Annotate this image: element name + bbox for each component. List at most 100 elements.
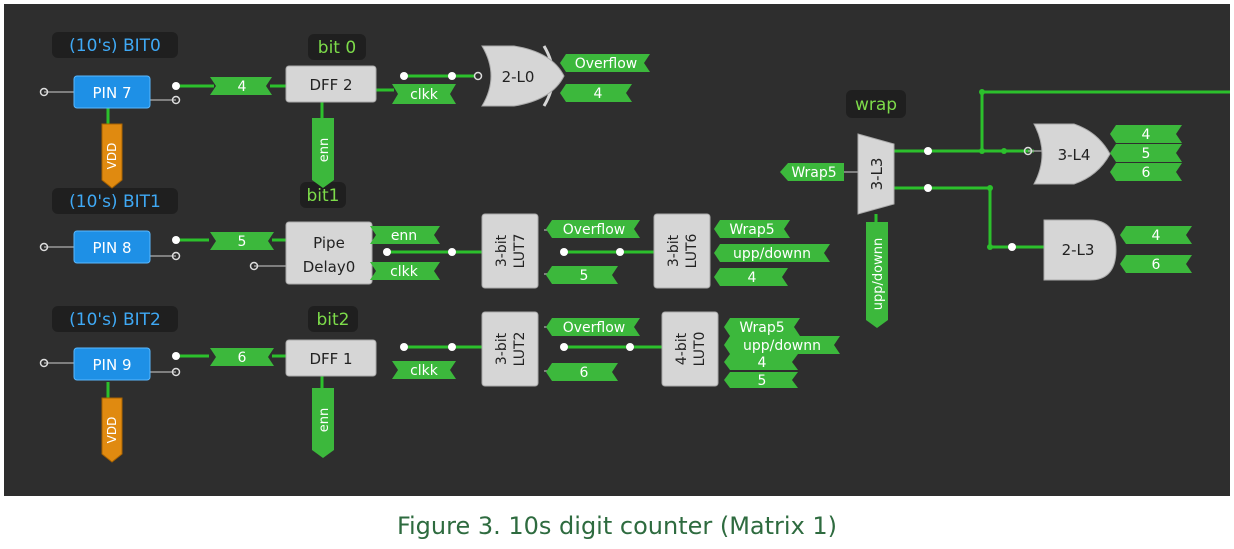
tag-lut6-4-label: 4 xyxy=(748,270,757,286)
tag-lut6-4[interactable]: 4 xyxy=(714,268,788,286)
tag-and-4[interactable]: 4 xyxy=(1120,226,1192,244)
tag-or-4[interactable]: 4 xyxy=(1110,125,1182,143)
or-gate-3-l4[interactable]: 3-L4 xyxy=(1033,123,1111,185)
pin-8-label: PIN 8 xyxy=(92,239,131,257)
tag-lut0-updown[interactable]: upp/downn xyxy=(724,336,840,354)
tag-or-5-label: 5 xyxy=(1142,146,1151,162)
lut0-label-2: LUT0 xyxy=(692,332,708,367)
tag-row1-clk-label: clkk xyxy=(390,264,419,280)
lut6-label-2: LUT6 xyxy=(684,234,700,269)
tag-mux-updown[interactable]: upp/downn xyxy=(866,222,888,328)
title-bit1: bit1 xyxy=(307,186,340,206)
tag-lut6-updown-label: upp/downn xyxy=(733,246,811,262)
dff-1-block[interactable]: DFF 1 xyxy=(285,339,377,377)
vdd-pin7[interactable]: VDD xyxy=(101,123,123,189)
tag-or-6-label: 6 xyxy=(1142,165,1151,181)
lut0-label-1: 4-bit xyxy=(674,332,690,365)
tag-lut0-wrap5[interactable]: Wrap5 xyxy=(724,318,800,336)
tag-row0-out-label: 4 xyxy=(594,86,603,102)
lut0-block[interactable]: 4-bit LUT0 xyxy=(661,311,719,387)
pipe-delay-label-1: Pipe xyxy=(313,234,345,252)
title-bit1-pin: (10's) BIT1 xyxy=(69,192,161,212)
tag-lut2-6[interactable]: 6 xyxy=(546,363,618,381)
tag-row1-clk[interactable]: clkk xyxy=(370,262,440,280)
tag-row0-enn[interactable]: enn xyxy=(312,118,334,188)
title-bit0-pin: (10's) BIT0 xyxy=(69,36,161,56)
mux-3-l3[interactable]: 3-L3 xyxy=(857,133,895,215)
tag-lut7-5-label: 5 xyxy=(580,268,589,284)
title-bit2-pin: (10's) BIT2 xyxy=(69,310,161,330)
tag-lut0-wrap5-label: Wrap5 xyxy=(739,320,784,336)
lut2-block[interactable]: 3-bit LUT2 xyxy=(481,311,539,387)
lut2-label-1: 3-bit xyxy=(494,332,510,365)
tag-lut7-overflow[interactable]: Overflow xyxy=(546,220,640,238)
pin-9[interactable]: PIN 9 xyxy=(73,347,151,381)
tag-row1-enn[interactable]: enn xyxy=(370,226,440,244)
vdd-pin9-label: VDD xyxy=(105,417,119,444)
tag-row1-in[interactable]: 5 xyxy=(210,232,274,250)
tag-lut7-5[interactable]: 5 xyxy=(546,266,618,284)
dff-2-label: DFF 2 xyxy=(309,76,352,94)
tag-row0-in[interactable]: 4 xyxy=(210,77,272,95)
tag-row0-clk-label: clkk xyxy=(410,87,439,103)
tag-row1-enn-label: enn xyxy=(391,228,417,244)
mux-label: 3-L3 xyxy=(868,158,886,191)
title-labels: (10's) BIT0 (10's) BIT1 (10's) BIT2 bit … xyxy=(52,32,906,332)
title-bit0: bit 0 xyxy=(318,38,356,58)
tag-lut0-4[interactable]: 4 xyxy=(724,354,798,371)
tag-lut6-wrap5-label: Wrap5 xyxy=(729,222,774,238)
tag-lut2-overflow[interactable]: Overflow xyxy=(546,318,640,336)
tag-row2-in-label: 6 xyxy=(238,350,247,366)
tag-lut6-updown[interactable]: upp/downn xyxy=(714,244,830,262)
junction-dots xyxy=(39,71,1033,377)
tag-lut6-wrap5[interactable]: Wrap5 xyxy=(714,220,790,238)
vdd-pin7-label: VDD xyxy=(105,143,119,170)
tag-row1-in-label: 5 xyxy=(238,234,247,250)
wires-grey xyxy=(44,91,1042,373)
schematic-svg: (10's) BIT0 (10's) BIT1 (10's) BIT2 bit … xyxy=(39,32,1230,463)
pin-9-label: PIN 9 xyxy=(92,356,131,374)
tag-and-6[interactable]: 6 xyxy=(1120,255,1192,273)
tag-and-6-label: 6 xyxy=(1152,257,1161,273)
lut2-label-2: LUT2 xyxy=(512,332,528,367)
tag-row2-in[interactable]: 6 xyxy=(210,348,274,366)
tag-or-5[interactable]: 5 xyxy=(1110,144,1182,162)
vdd-pin9[interactable]: VDD xyxy=(101,397,123,463)
pipe-delay-block[interactable]: Pipe Delay0 xyxy=(285,221,373,285)
lut7-label-2: LUT7 xyxy=(512,234,528,269)
and-gate-label: 2-L3 xyxy=(1062,241,1095,259)
pipe-delay-label-2: Delay0 xyxy=(303,258,356,276)
tag-or-4-label: 4 xyxy=(1142,127,1151,143)
tag-row0-overflow-label: Overflow xyxy=(575,56,638,72)
title-bit2: bit2 xyxy=(317,310,350,330)
tag-row2-enn-label: enn xyxy=(317,408,332,432)
pin-7-label: PIN 7 xyxy=(92,84,131,102)
tag-row0-clk[interactable]: clkk xyxy=(392,84,456,104)
tag-lut0-4-label: 4 xyxy=(758,355,767,371)
tag-lut0-5[interactable]: 5 xyxy=(724,372,798,389)
dff-1-label: DFF 1 xyxy=(309,350,352,368)
tag-row0-overflow[interactable]: Overflow xyxy=(560,54,650,72)
tag-mux-updown-label: upp/downn xyxy=(871,238,886,310)
title-wrap: wrap xyxy=(855,95,897,115)
xor-gate-2-l0[interactable]: 2-L0 xyxy=(481,45,565,107)
tag-or-6[interactable]: 6 xyxy=(1110,163,1182,181)
and-gate-2-l3[interactable]: 2-L3 xyxy=(1043,219,1117,281)
or-gate-label: 3-L4 xyxy=(1058,146,1091,164)
tag-lut0-5-label: 5 xyxy=(758,373,767,389)
tag-row2-enn[interactable]: enn xyxy=(312,388,334,458)
xor-gate-label: 2-L0 xyxy=(502,68,535,86)
tag-lut0-updown-label: upp/downn xyxy=(743,338,821,354)
tag-lut2-overflow-label: Overflow xyxy=(563,320,626,336)
tag-row2-clk[interactable]: clkk xyxy=(392,361,456,379)
dff-2-block[interactable]: DFF 2 xyxy=(285,65,377,103)
figure-caption: Figure 3. 10s digit counter (Matrix 1) xyxy=(396,512,838,540)
lut7-block[interactable]: 3-bit LUT7 xyxy=(481,213,539,289)
pin-8[interactable]: PIN 8 xyxy=(73,230,151,264)
tag-row0-out[interactable]: 4 xyxy=(560,84,632,102)
tag-mux-wrap5[interactable]: Wrap5 xyxy=(780,163,844,181)
tag-row2-clk-label: clkk xyxy=(410,363,439,379)
lut6-block[interactable]: 3-bit LUT6 xyxy=(653,213,711,289)
pin-7[interactable]: PIN 7 xyxy=(73,75,151,109)
tags: 4 clkk enn Overflow 4 5 enn xyxy=(210,54,1192,458)
